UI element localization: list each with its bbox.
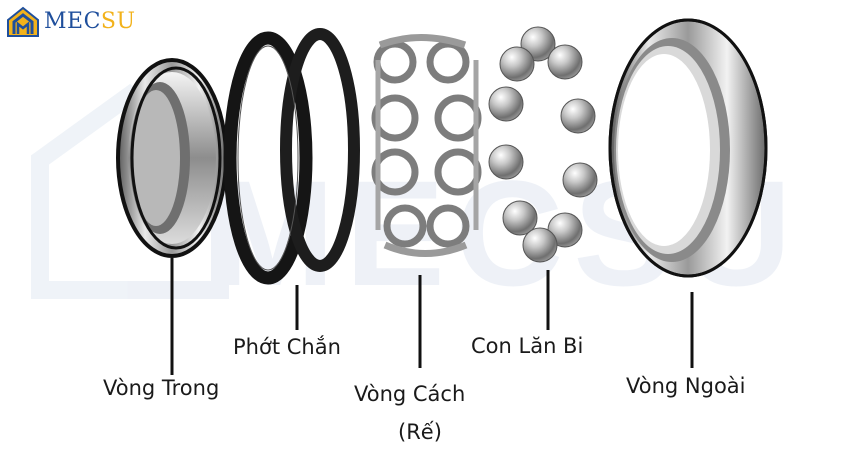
label-balls: Con Lăn Bi (471, 334, 584, 358)
house-logo-icon (7, 6, 39, 37)
label-outer-ring: Vòng Ngoài (626, 374, 746, 398)
brand-name-part1: MEC (44, 9, 101, 34)
label-cage-sublabel: (Rế) (398, 420, 442, 444)
brand-name-part2: SU (100, 9, 136, 34)
leader-lines (170, 258, 694, 375)
balls-icon (488, 26, 598, 263)
brand-name: MECSU (44, 11, 136, 33)
cage-icon (371, 34, 482, 257)
inner-ring-icon (116, 58, 228, 258)
seal-icon (223, 28, 360, 285)
label-seal: Phớt Chắn (233, 335, 341, 359)
label-cage: Vòng Cách (354, 382, 466, 406)
label-inner-ring: Vòng Trong (103, 376, 220, 400)
outer-ring-icon (608, 18, 768, 278)
brand-logo: MECSU (6, 6, 136, 38)
